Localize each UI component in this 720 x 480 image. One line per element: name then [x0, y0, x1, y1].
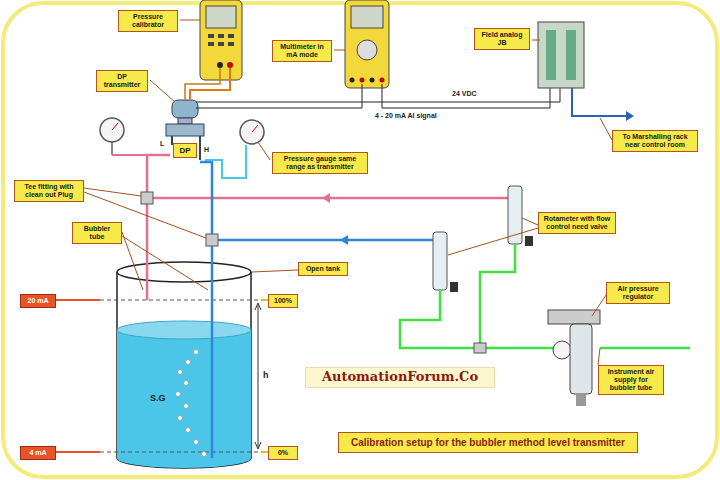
label-box: Open tank: [298, 262, 348, 276]
label-text: AutomationForum.Co: [309, 370, 491, 385]
annotation-label: L: [160, 140, 164, 147]
label-text: Instrument air supply for bubbler tube: [602, 368, 660, 392]
label-box: To Marshalling rack near control room: [612, 130, 698, 152]
label-text: 4 mA: [24, 449, 52, 457]
label-box: DP transmitter: [96, 70, 148, 92]
label-text: 100%: [272, 297, 294, 305]
label-text: Open tank: [302, 265, 344, 273]
caption: Calibration setup for the bubbler method…: [338, 432, 638, 453]
label-box: DP: [173, 143, 197, 158]
label-box: Multimeter in mA mode: [272, 40, 332, 62]
label-text: Multimeter in mA mode: [276, 43, 328, 59]
label-text: Field analog JB: [478, 31, 526, 47]
label-box: AutomationForum.Co: [305, 367, 495, 388]
label-box: Rotameter with flow control need valve: [538, 212, 616, 234]
label-box: Tee fitting with clean out Plug: [14, 180, 84, 202]
label-text: Pressure calibrator: [122, 13, 174, 29]
annotation-label: h: [263, 370, 269, 380]
label-text: 0%: [272, 449, 294, 457]
annotation-label: 24 VDC: [452, 90, 477, 97]
label-text: Air pressure regulator: [610, 285, 666, 301]
label-text: Rotameter with flow control need valve: [542, 215, 612, 231]
label-text: DP transmitter: [100, 73, 144, 89]
label-box: Pressure calibrator: [118, 10, 178, 32]
label-box: 0%: [268, 446, 298, 460]
label-text: DP: [177, 146, 193, 155]
annotation-label: 4 - 20 mA AI signal: [375, 112, 437, 119]
annotation-label: S.G: [150, 393, 166, 403]
label-box: Pressure gauge same range as transmitter: [272, 152, 368, 174]
label-box: Bubbler tube: [72, 222, 122, 244]
annotation-label: H: [204, 146, 209, 153]
label-box: 20 mA: [20, 294, 56, 308]
label-box: Air pressure regulator: [606, 282, 670, 304]
label-text: Bubbler tube: [76, 225, 118, 241]
label-box: Field analog JB: [474, 28, 530, 50]
label-text: Pressure gauge same range as transmitter: [276, 155, 364, 171]
label-box: 100%: [268, 294, 298, 308]
label-box: 4 mA: [20, 446, 56, 460]
label-text: To Marshalling rack near control room: [616, 133, 694, 149]
label-text: Tee fitting with clean out Plug: [18, 183, 80, 199]
label-text: 20 mA: [24, 297, 52, 305]
label-box: Instrument air supply for bubbler tube: [598, 365, 664, 395]
